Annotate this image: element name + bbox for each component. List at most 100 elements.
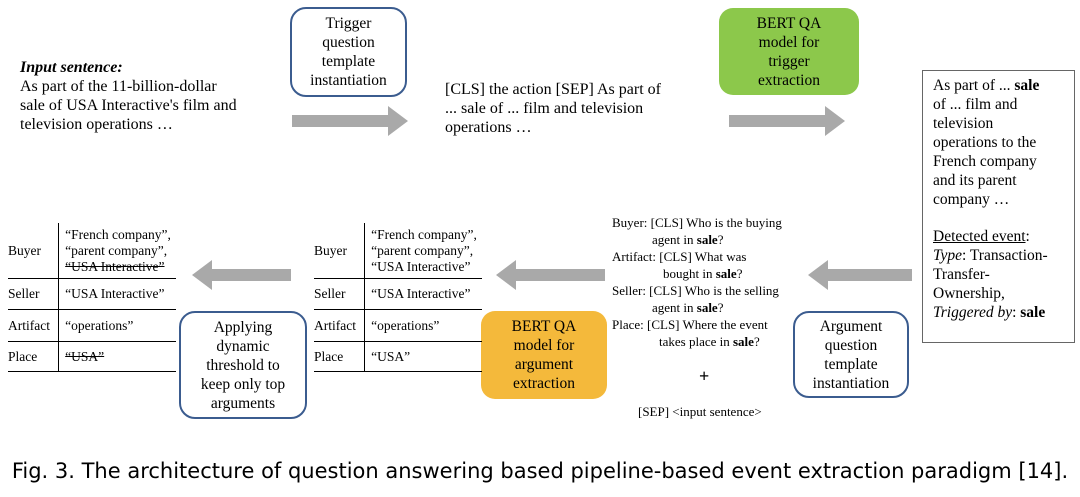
- triggered-by-value: sale: [1020, 304, 1046, 321]
- bert-trigger-line: BERT QA: [756, 14, 822, 32]
- argument-template-line: Argument: [819, 317, 883, 335]
- trigger-template-box: Trigger question template instantiation: [290, 7, 407, 97]
- table-row: Place “USA”: [314, 341, 482, 372]
- result-line: French company: [933, 153, 1037, 170]
- argument-value: “USA Interactive”: [58, 278, 176, 310]
- input-sentence-line: As part of the 11-billion-dollar: [20, 78, 217, 95]
- role-artifact: Artifact: [8, 309, 59, 342]
- argument-questions: Buyer: [CLS] Who is the buying agent in …: [612, 214, 812, 350]
- argument-template-box: Argument question template instantiation: [793, 311, 909, 398]
- question-place-cont: takes place in sale?: [612, 333, 812, 350]
- role-place: Place: [8, 341, 59, 372]
- question-text: ?: [736, 266, 743, 281]
- table-row: Artifact “operations”: [8, 309, 176, 342]
- argument-template-line: instantiation: [812, 374, 890, 392]
- question-seller-cont: agent in sale?: [612, 299, 812, 316]
- argument-value: “French company”,: [65, 226, 171, 242]
- result-line: operations to the: [933, 134, 1037, 151]
- argument-value: “USA Interactive”: [364, 278, 482, 310]
- trigger-template-line: question: [322, 34, 375, 51]
- question-sale-bold: sale: [696, 232, 718, 247]
- type-value: Transfer-: [933, 266, 990, 283]
- result-line: company …: [933, 191, 1010, 208]
- type-value: : Transaction-: [961, 247, 1048, 264]
- input-sentence: Input sentence: As part of the 11-billio…: [20, 58, 290, 134]
- arrow-result-to-questions: [808, 260, 912, 290]
- question-buyer-cont: agent in sale?: [612, 231, 812, 248]
- cls-input-text: [CLS] the action [SEP] As part of ... sa…: [445, 80, 705, 137]
- argument-value: “French company”,: [371, 226, 477, 242]
- question-text: agent in: [652, 300, 697, 315]
- cls-line: [CLS] the action [SEP] As part of: [445, 81, 661, 98]
- question-artifact: Artifact: [CLS] What was: [612, 249, 747, 264]
- trigger-template-line: Trigger: [325, 15, 372, 32]
- argument-template-line: template: [824, 355, 878, 373]
- role-seller: Seller: [8, 278, 59, 310]
- colon: :: [1025, 228, 1030, 245]
- input-sentence-line: sale of USA Interactive's film and: [20, 97, 237, 114]
- bert-argument-line: argument: [514, 356, 574, 373]
- bert-trigger-line: extraction: [758, 71, 820, 89]
- question-buyer: Buyer: [CLS] Who is the buying: [612, 215, 782, 230]
- colon: :: [1012, 304, 1021, 321]
- question-place: Place: [CLS] Where the event: [612, 317, 768, 332]
- argument-value: “operations”: [364, 309, 482, 342]
- candidate-arguments-table: Buyer “French company”, “parent company”…: [314, 223, 482, 372]
- argument-value: “USA Interactive”: [371, 258, 471, 274]
- threshold-line: arguments: [210, 394, 276, 412]
- question-sale-bold: sale: [733, 334, 754, 349]
- question-text: agent in: [652, 232, 697, 247]
- role-buyer: Buyer: [314, 223, 365, 279]
- table-row: Artifact “operations”: [314, 309, 482, 342]
- question-sale-bold: sale: [715, 266, 737, 281]
- arrow-table-to-final: [192, 260, 291, 290]
- result-line: television: [933, 115, 994, 132]
- role-artifact: Artifact: [314, 309, 365, 342]
- argument-value: “USA”: [364, 341, 482, 372]
- table-row: Seller “USA Interactive”: [314, 278, 482, 310]
- dynamic-threshold-box: Applying dynamic threshold to keep only …: [179, 311, 307, 419]
- bert-argument-box: BERT QA model for argument extraction: [481, 311, 607, 399]
- argument-value: “parent company”,: [371, 242, 474, 258]
- trigger-template-line: instantiation: [310, 72, 387, 89]
- trigger-template-line: template: [321, 53, 376, 70]
- arrow-input-to-template: [292, 106, 408, 136]
- table-row: Seller “USA Interactive”: [8, 278, 176, 310]
- figure-caption: Fig. 3. The architecture of question ans…: [11, 459, 1069, 483]
- arrow-cls-to-result: [729, 106, 845, 136]
- role-seller: Seller: [314, 278, 365, 310]
- input-sentence-label: Input sentence:: [20, 59, 123, 76]
- role-buyer: Buyer: [8, 223, 59, 279]
- argument-values: “French company”, “parent company”, “USA…: [58, 223, 176, 279]
- argument-value: “operations”: [58, 309, 176, 342]
- result-line: As part of ...: [933, 77, 1015, 94]
- type-value: Ownership,: [933, 285, 1005, 302]
- sep-input-sentence: [SEP] <input sentence>: [638, 404, 762, 419]
- argument-values: “USA”: [58, 341, 176, 372]
- detected-event-label: Detected event: [933, 228, 1026, 245]
- question-text: bought in: [663, 266, 716, 281]
- result-sale-bold: sale: [1014, 77, 1040, 94]
- question-text: ?: [717, 232, 724, 247]
- argument-values: “French company”, “parent company”, “USA…: [364, 223, 482, 279]
- table-row: Place “USA”: [8, 341, 176, 372]
- bert-trigger-line: trigger: [768, 52, 810, 70]
- threshold-line: Applying: [213, 318, 273, 336]
- cls-line: operations …: [445, 119, 532, 136]
- question-sale-bold: sale: [696, 300, 718, 315]
- question-text: takes place in: [659, 334, 733, 349]
- argument-template-line: question: [824, 336, 878, 354]
- question-text: ?: [717, 300, 724, 315]
- argument-value: “parent company”,: [65, 242, 168, 258]
- result-line: of ... film and: [933, 96, 1018, 113]
- question-seller: Seller: [CLS] Who is the selling: [612, 283, 779, 298]
- bert-trigger-line: model for: [758, 33, 820, 51]
- role-place: Place: [314, 341, 365, 372]
- result-box: As part of ... sale of ... film and tele…: [922, 70, 1075, 343]
- bert-argument-line: model for: [513, 337, 575, 354]
- result-line: and its parent: [933, 172, 1017, 189]
- threshold-line: keep only top: [200, 375, 286, 393]
- table-row: Buyer “French company”, “parent company”…: [8, 223, 176, 279]
- threshold-line: dynamic: [216, 337, 270, 355]
- question-artifact-cont: bought in sale?: [612, 265, 812, 282]
